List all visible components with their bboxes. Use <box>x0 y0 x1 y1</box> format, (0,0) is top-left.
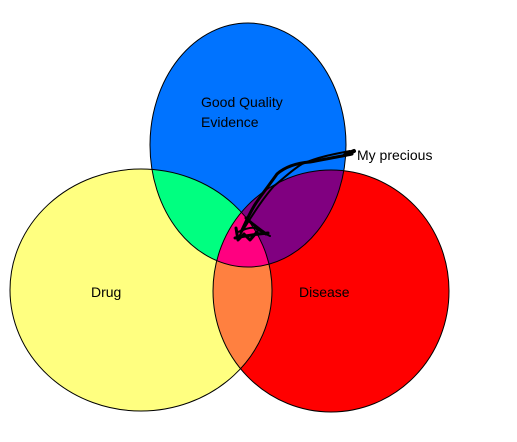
disease-circle-outline <box>212 169 450 413</box>
evidence-label-line1: Good Quality <box>201 94 283 110</box>
evidence-label-line2: Evidence <box>201 114 259 130</box>
drug-label: Drug <box>91 284 121 300</box>
annotation-label: My precious <box>357 147 432 163</box>
evidence-label: Good Quality Evidence <box>201 94 287 130</box>
evidence-circle-outline <box>149 22 347 268</box>
drug-circle-outline <box>9 168 273 412</box>
evidence-drug-overlap <box>150 169 272 267</box>
evidence-disease-overlap <box>213 170 346 267</box>
hand-drawn-arrow <box>233 149 356 242</box>
disease-label: Disease <box>299 284 350 300</box>
